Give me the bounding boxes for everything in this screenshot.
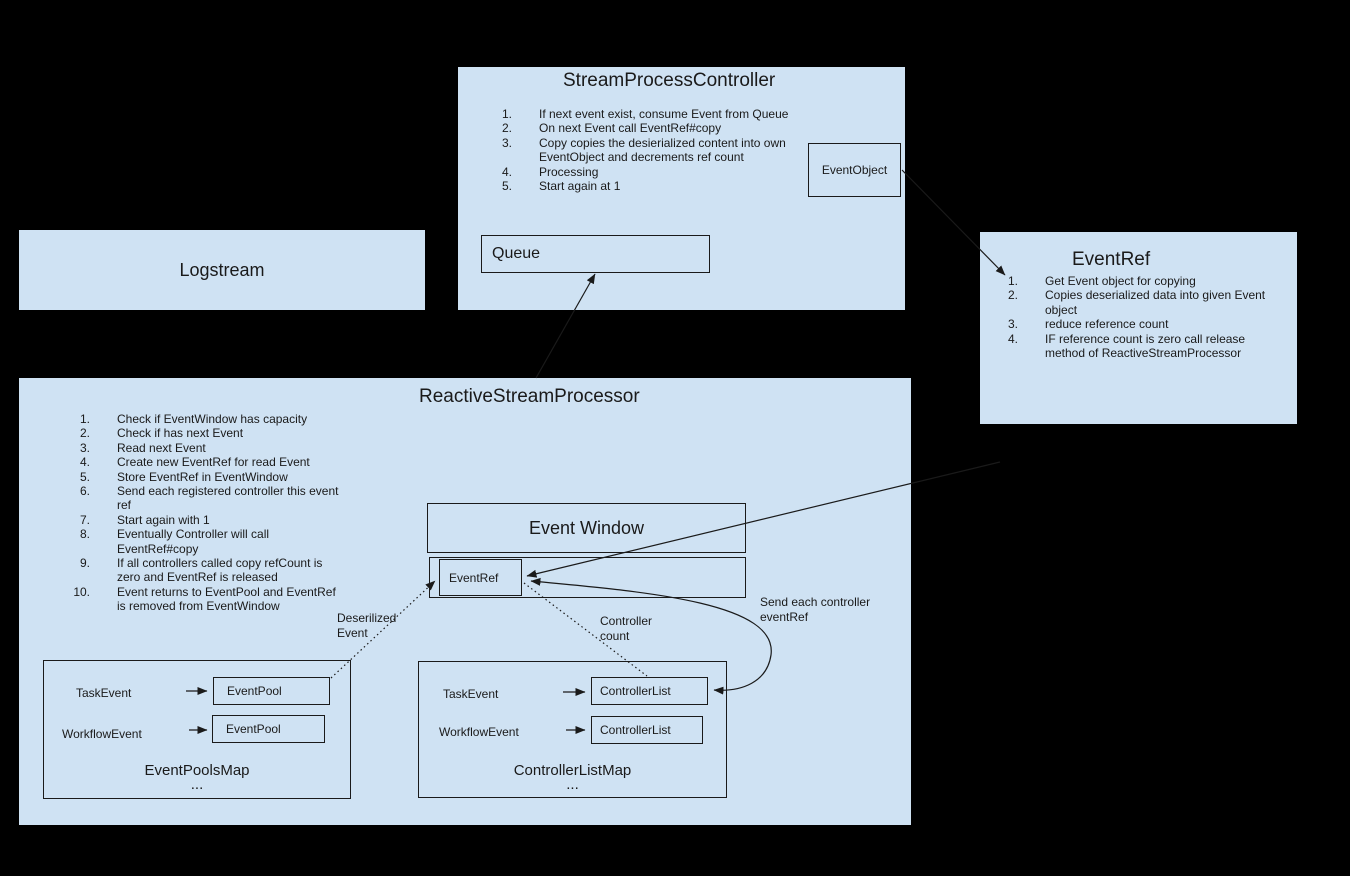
event-ref-steps: 1. Get Event object for copying 2. Copies d… — [988, 274, 1293, 360]
list-item-text: IF reference count is zero call release … — [1045, 331, 1246, 361]
list-item-number: 2. — [79, 426, 90, 441]
list-item: 5. Store EventRef in EventWindow — [60, 470, 390, 484]
list-item: 4. Create new EventRef for read Event — [60, 455, 390, 469]
deserialized-event-label: Deserilized Event — [337, 611, 397, 640]
list-item-number: 1. — [1007, 274, 1018, 288]
list-item-text: Create new EventRef for read Event — [117, 455, 310, 470]
list-item-text: Event returns to EventPool and EventRef … — [117, 584, 336, 614]
event-pool-box-1: EventPool — [213, 677, 330, 705]
list-item: 3. Copy copies the desierialized content … — [482, 136, 812, 165]
list-item: 4. Processing — [482, 165, 812, 179]
list-item-text: Start again at 1 — [539, 179, 621, 194]
queue-label: Queue — [492, 245, 541, 262]
list-item-text: Start again with 1 — [117, 512, 210, 527]
list-item-text: Store EventRef in EventWindow — [117, 469, 288, 484]
list-item-text: On next Event call EventRef#copy — [539, 121, 722, 136]
controller-list-map-title: ControllerListMap — [513, 762, 632, 779]
list-item-number: 4. — [1007, 331, 1018, 346]
list-item: 8. Eventually Controller will call EventR… — [60, 527, 390, 556]
event-pool-box-2: EventPool — [212, 715, 325, 743]
list-item-text: Read next Event — [117, 440, 206, 455]
list-item: 2. Check if has next Event — [60, 426, 390, 440]
stream-process-controller-title: StreamProcessController — [563, 70, 776, 91]
reactive-stream-processor-steps: 1. Check if EventWindow has capacity 2. Che… — [60, 412, 390, 614]
list-item-number: 3. — [1007, 317, 1018, 332]
list-item-number: 5. — [79, 469, 90, 484]
list-item: 6. Send each registered controller this e… — [60, 484, 390, 513]
controller-list-map-key-workflow-event: WorkflowEvent — [439, 725, 519, 739]
list-item: 5. Start again at 1 — [482, 179, 812, 193]
list-item-text: If next event exist, consume Event from … — [539, 107, 789, 121]
event-window-box: Event Window — [427, 503, 746, 553]
list-item: 2. Copies deserialized data into given Ev… — [988, 288, 1293, 317]
event-ref-slot-box: EventRef — [439, 559, 522, 596]
list-item-number: 5. — [501, 179, 512, 194]
list-item-number: 6. — [79, 484, 90, 499]
logstream-box: Logstream — [19, 230, 425, 310]
list-item: 10. Event returns to EventPool and EventR… — [60, 585, 390, 614]
list-item: 9. If all controllers called copy refCoun… — [60, 556, 390, 585]
controller-list-label-2: ControllerList — [600, 723, 671, 737]
list-item-number: 1. — [501, 107, 512, 121]
controller-count-label: Controller count — [600, 614, 653, 643]
event-pools-map-title: EventPoolsMap — [144, 762, 250, 779]
event-object-label: EventObject — [821, 163, 888, 177]
list-item-text: Copy copies the desierialized content in… — [539, 135, 786, 165]
event-pool-label-2: EventPool — [226, 722, 281, 736]
event-ref-panel-title: EventRef — [1072, 249, 1151, 270]
event-ref-slot-label: EventRef — [449, 570, 499, 585]
send-each-controller-label: Send each controller eventRef — [760, 595, 871, 624]
list-item-text: Processing — [539, 164, 599, 179]
event-ref-panel — [980, 232, 1297, 424]
list-item-text: Eventually Controller will call EventRef… — [117, 527, 270, 556]
list-item-text: reduce reference count — [1045, 317, 1169, 332]
controller-list-box-1: ControllerList — [591, 677, 708, 705]
event-pools-map-ellipsis: ... — [190, 776, 204, 793]
list-item-number: 1. — [79, 412, 90, 426]
controller-list-label-1: ControllerList — [600, 684, 671, 698]
list-item-number: 3. — [79, 440, 90, 455]
list-item-number: 3. — [501, 135, 512, 150]
logstream-title: Logstream — [179, 259, 265, 280]
list-item-text: Copies deserialized data into given Even… — [1045, 288, 1266, 317]
controller-list-map-ellipsis: ... — [566, 776, 579, 793]
event-pool-label-1: EventPool — [227, 684, 282, 698]
list-item-text: Get Event object for copying — [1045, 274, 1196, 288]
list-item-number: 10. — [73, 584, 90, 599]
stream-process-controller-steps: 1. If next event exist, consume Event fro… — [482, 107, 812, 193]
list-item: 1. If next event exist, consume Event fro… — [482, 107, 812, 121]
list-item: 7. Start again with 1 — [60, 513, 390, 527]
controller-list-map-key-task-event: TaskEvent — [443, 687, 499, 701]
list-item-text: Send each registered controller this eve… — [117, 484, 339, 513]
list-item-text: Check if EventWindow has capacity — [117, 412, 308, 426]
list-item: 3. reduce reference count — [988, 317, 1293, 331]
list-item-number: 4. — [79, 455, 90, 470]
list-item: 1. Check if EventWindow has capacity — [60, 412, 390, 426]
event-window-title: Event Window — [528, 517, 645, 538]
list-item: 2. On next Event call EventRef#copy — [482, 121, 812, 135]
list-item-number: 7. — [79, 512, 90, 527]
list-item: 1. Get Event object for copying — [988, 274, 1293, 288]
list-item-number: 8. — [79, 527, 90, 542]
event-pools-map-key-workflow-event: WorkflowEvent — [62, 727, 142, 741]
list-item: 3. Read next Event — [60, 441, 390, 455]
event-pools-map-key-task-event: TaskEvent — [76, 686, 132, 700]
list-item-number: 2. — [501, 121, 512, 136]
list-item-text: Check if has next Event — [117, 426, 244, 441]
list-item-text: If all controllers called copy refCount … — [117, 556, 323, 585]
list-item-number: 9. — [79, 556, 90, 571]
event-object-box: EventObject — [808, 143, 901, 197]
controller-list-box-2: ControllerList — [591, 716, 703, 744]
reactive-stream-processor-title: ReactiveStreamProcessor — [419, 386, 640, 407]
list-item-number: 4. — [501, 164, 512, 179]
list-item-number: 2. — [1007, 288, 1018, 303]
list-item: 4. IF reference count is zero call releas… — [988, 332, 1293, 361]
queue-box: Queue — [481, 235, 710, 273]
